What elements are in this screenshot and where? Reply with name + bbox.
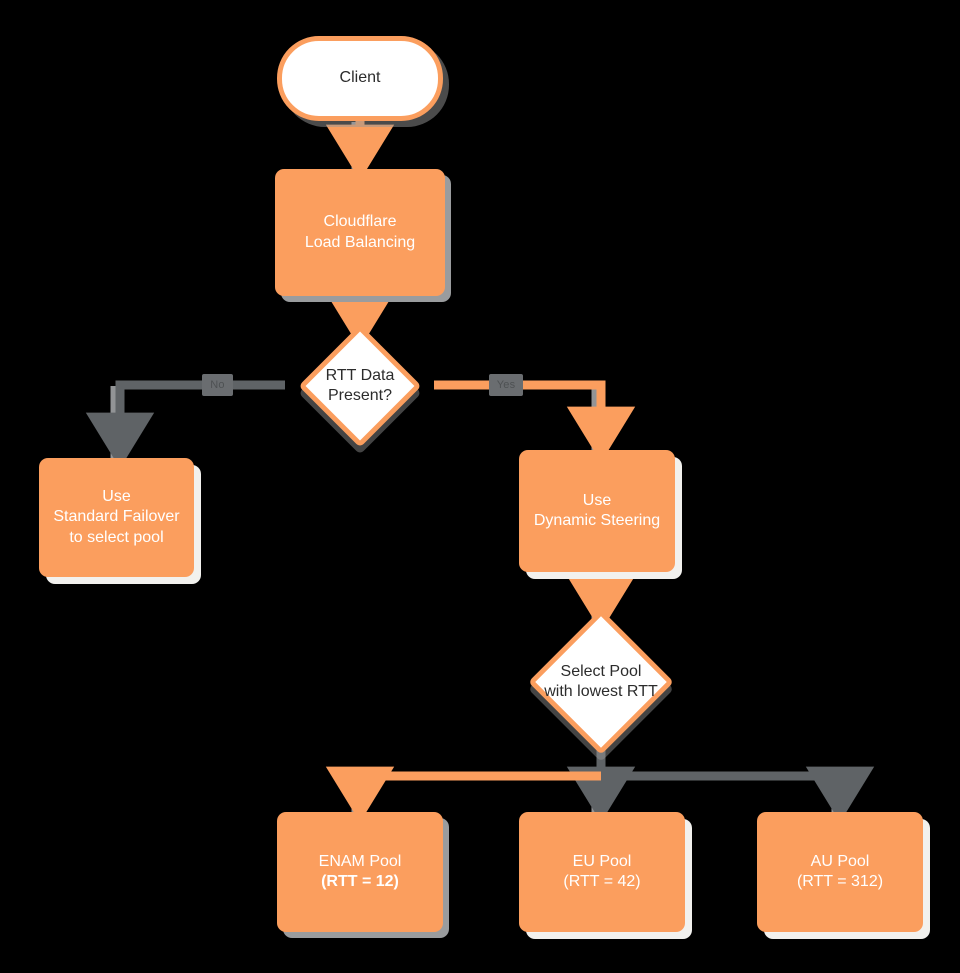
- node-dynamic-steering-line2: Dynamic Steering: [533, 512, 661, 529]
- node-enam-pool-line2: (RTT = 12): [321, 873, 399, 890]
- node-standard-failover-line2: Standard Failover: [53, 508, 180, 526]
- edge-label-yes: Yes: [489, 374, 523, 396]
- node-client[interactable]: Client: [277, 36, 443, 121]
- node-au-pool[interactable]: AU Pool (RTT = 312): [757, 812, 923, 932]
- node-client-label: Client: [339, 69, 381, 87]
- node-standard-failover[interactable]: Use Standard Failover to select pool: [39, 458, 194, 577]
- node-eu-pool[interactable]: EU Pool (RTT = 42): [519, 812, 685, 932]
- node-eu-pool-line2: (RTT = 42): [563, 873, 641, 890]
- node-enam-pool[interactable]: ENAM Pool (RTT = 12): [277, 812, 443, 932]
- node-eu-pool-line1: EU Pool: [572, 852, 632, 870]
- node-au-pool-line1: AU Pool: [810, 852, 870, 870]
- node-standard-failover-line3: to select pool: [69, 528, 164, 546]
- node-rtt-decision[interactable]: RTT Data Present?: [282, 324, 438, 448]
- node-load-balancing[interactable]: Cloudflare Load Balancing: [275, 169, 445, 296]
- node-rtt-decision-line1: RTT Data: [325, 366, 395, 384]
- select-pool-label: Select Pool with lowest RTT: [508, 616, 694, 748]
- node-select-pool-line1: Select Pool: [560, 662, 642, 680]
- node-rtt-decision-line2: Present?: [327, 387, 393, 404]
- edge-label-no: No: [202, 374, 233, 396]
- edge-select-pool-to-au-pool: [601, 766, 875, 823]
- edge-select-pool-to-enam-pool: [325, 766, 601, 823]
- node-standard-failover-line1: Use: [102, 487, 131, 505]
- node-enam-pool-line1: ENAM Pool: [318, 852, 402, 870]
- rtt-decision-label: RTT Data Present?: [282, 332, 438, 440]
- node-select-pool[interactable]: Select Pool with lowest RTT: [508, 609, 694, 755]
- node-select-pool-line2: with lowest RTT: [544, 683, 658, 700]
- node-dynamic-steering-line1: Use: [582, 491, 612, 509]
- node-load-balancing-line2: Load Balancing: [304, 233, 416, 251]
- node-dynamic-steering[interactable]: Use Dynamic Steering: [519, 450, 675, 572]
- node-load-balancing-line1: Cloudflare: [323, 213, 397, 231]
- node-au-pool-line2: (RTT = 312): [796, 873, 884, 890]
